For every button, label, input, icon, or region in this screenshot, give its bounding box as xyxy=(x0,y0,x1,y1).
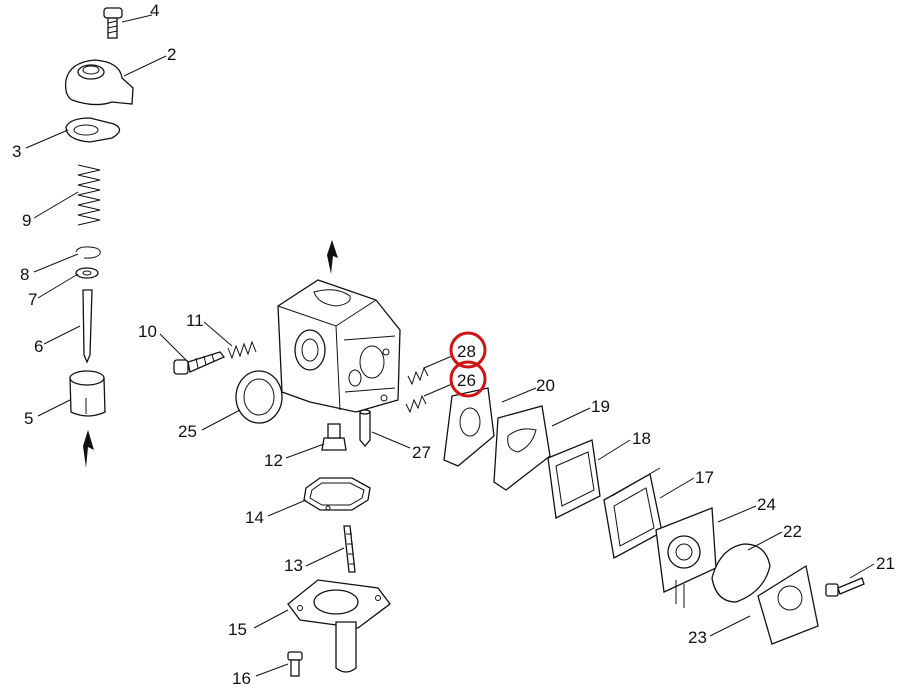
callout-number: 22 xyxy=(783,522,802,541)
callout-number: 27 xyxy=(412,443,431,462)
callout-number: 12 xyxy=(264,451,283,470)
part-pin xyxy=(359,409,371,448)
callout-number: 23 xyxy=(688,628,707,647)
callout-number: 16 xyxy=(232,669,251,688)
callout-number: 2 xyxy=(167,45,176,64)
part-gasket-26 xyxy=(443,387,495,467)
callout-number: 26 xyxy=(457,371,476,390)
callout-number: 4 xyxy=(150,1,159,20)
direction-arrow-center xyxy=(327,240,338,274)
part-clip xyxy=(75,246,101,259)
part-screw-top xyxy=(103,7,123,39)
part-oring xyxy=(235,370,283,424)
part-diaphragm-cover xyxy=(287,579,391,673)
part-primer-bulb-22 xyxy=(711,543,771,603)
part-plate-23 xyxy=(757,564,819,645)
part-carburetor-body xyxy=(277,279,401,413)
part-spring-small xyxy=(227,340,257,360)
direction-arrow-left xyxy=(83,430,94,468)
callout-number: 17 xyxy=(695,468,714,487)
callout-number: 21 xyxy=(876,554,895,573)
callout-number: 15 xyxy=(228,620,247,639)
part-plate-19 xyxy=(547,439,601,519)
part-washer xyxy=(75,267,99,279)
callout-number: 3 xyxy=(12,142,21,161)
callout-number: 10 xyxy=(138,322,157,341)
part-adjust-screw xyxy=(173,351,226,375)
part-spring-26 xyxy=(405,394,427,414)
part-spring-28 xyxy=(407,366,429,386)
callout-number: 19 xyxy=(591,397,610,416)
part-spring-long xyxy=(77,164,101,226)
part-gasket-20 xyxy=(493,405,551,491)
callout-number: 8 xyxy=(20,265,29,284)
callout-number: 24 xyxy=(757,495,776,514)
callout-number: 6 xyxy=(34,337,43,356)
part-needle xyxy=(82,289,93,364)
part-screw-21 xyxy=(825,577,865,597)
leader-lines xyxy=(25,14,875,677)
callout-number: 9 xyxy=(22,211,31,230)
callout-number: 20 xyxy=(536,376,555,395)
part-lever-cover xyxy=(64,59,134,106)
part-diaphragm-18 xyxy=(603,472,663,560)
callout-number: 14 xyxy=(245,508,264,527)
part-pump-body-24 xyxy=(655,507,717,608)
part-screw-bottom xyxy=(287,651,303,677)
part-gasket-small xyxy=(65,117,121,143)
callout-number: 28 xyxy=(457,342,476,361)
callout-number: 7 xyxy=(28,290,37,309)
part-gasket-17 xyxy=(611,467,661,497)
callout-number: 11 xyxy=(186,311,204,330)
part-sleeve xyxy=(69,370,106,417)
callout-labels: 4 2 3 9 8 7 6 5 10 11 25 12 27 28 26 20 … xyxy=(12,1,895,688)
highlight-ring-28 xyxy=(449,331,487,369)
callout-number: 18 xyxy=(632,429,651,448)
part-gasket-octagon xyxy=(303,477,371,511)
callout-number: 25 xyxy=(178,422,197,441)
callout-number: 5 xyxy=(24,409,33,428)
highlight-ring-26 xyxy=(449,360,487,398)
callout-number: 13 xyxy=(284,556,303,575)
part-metering-lever xyxy=(343,525,356,573)
part-needle-valve xyxy=(321,423,347,451)
